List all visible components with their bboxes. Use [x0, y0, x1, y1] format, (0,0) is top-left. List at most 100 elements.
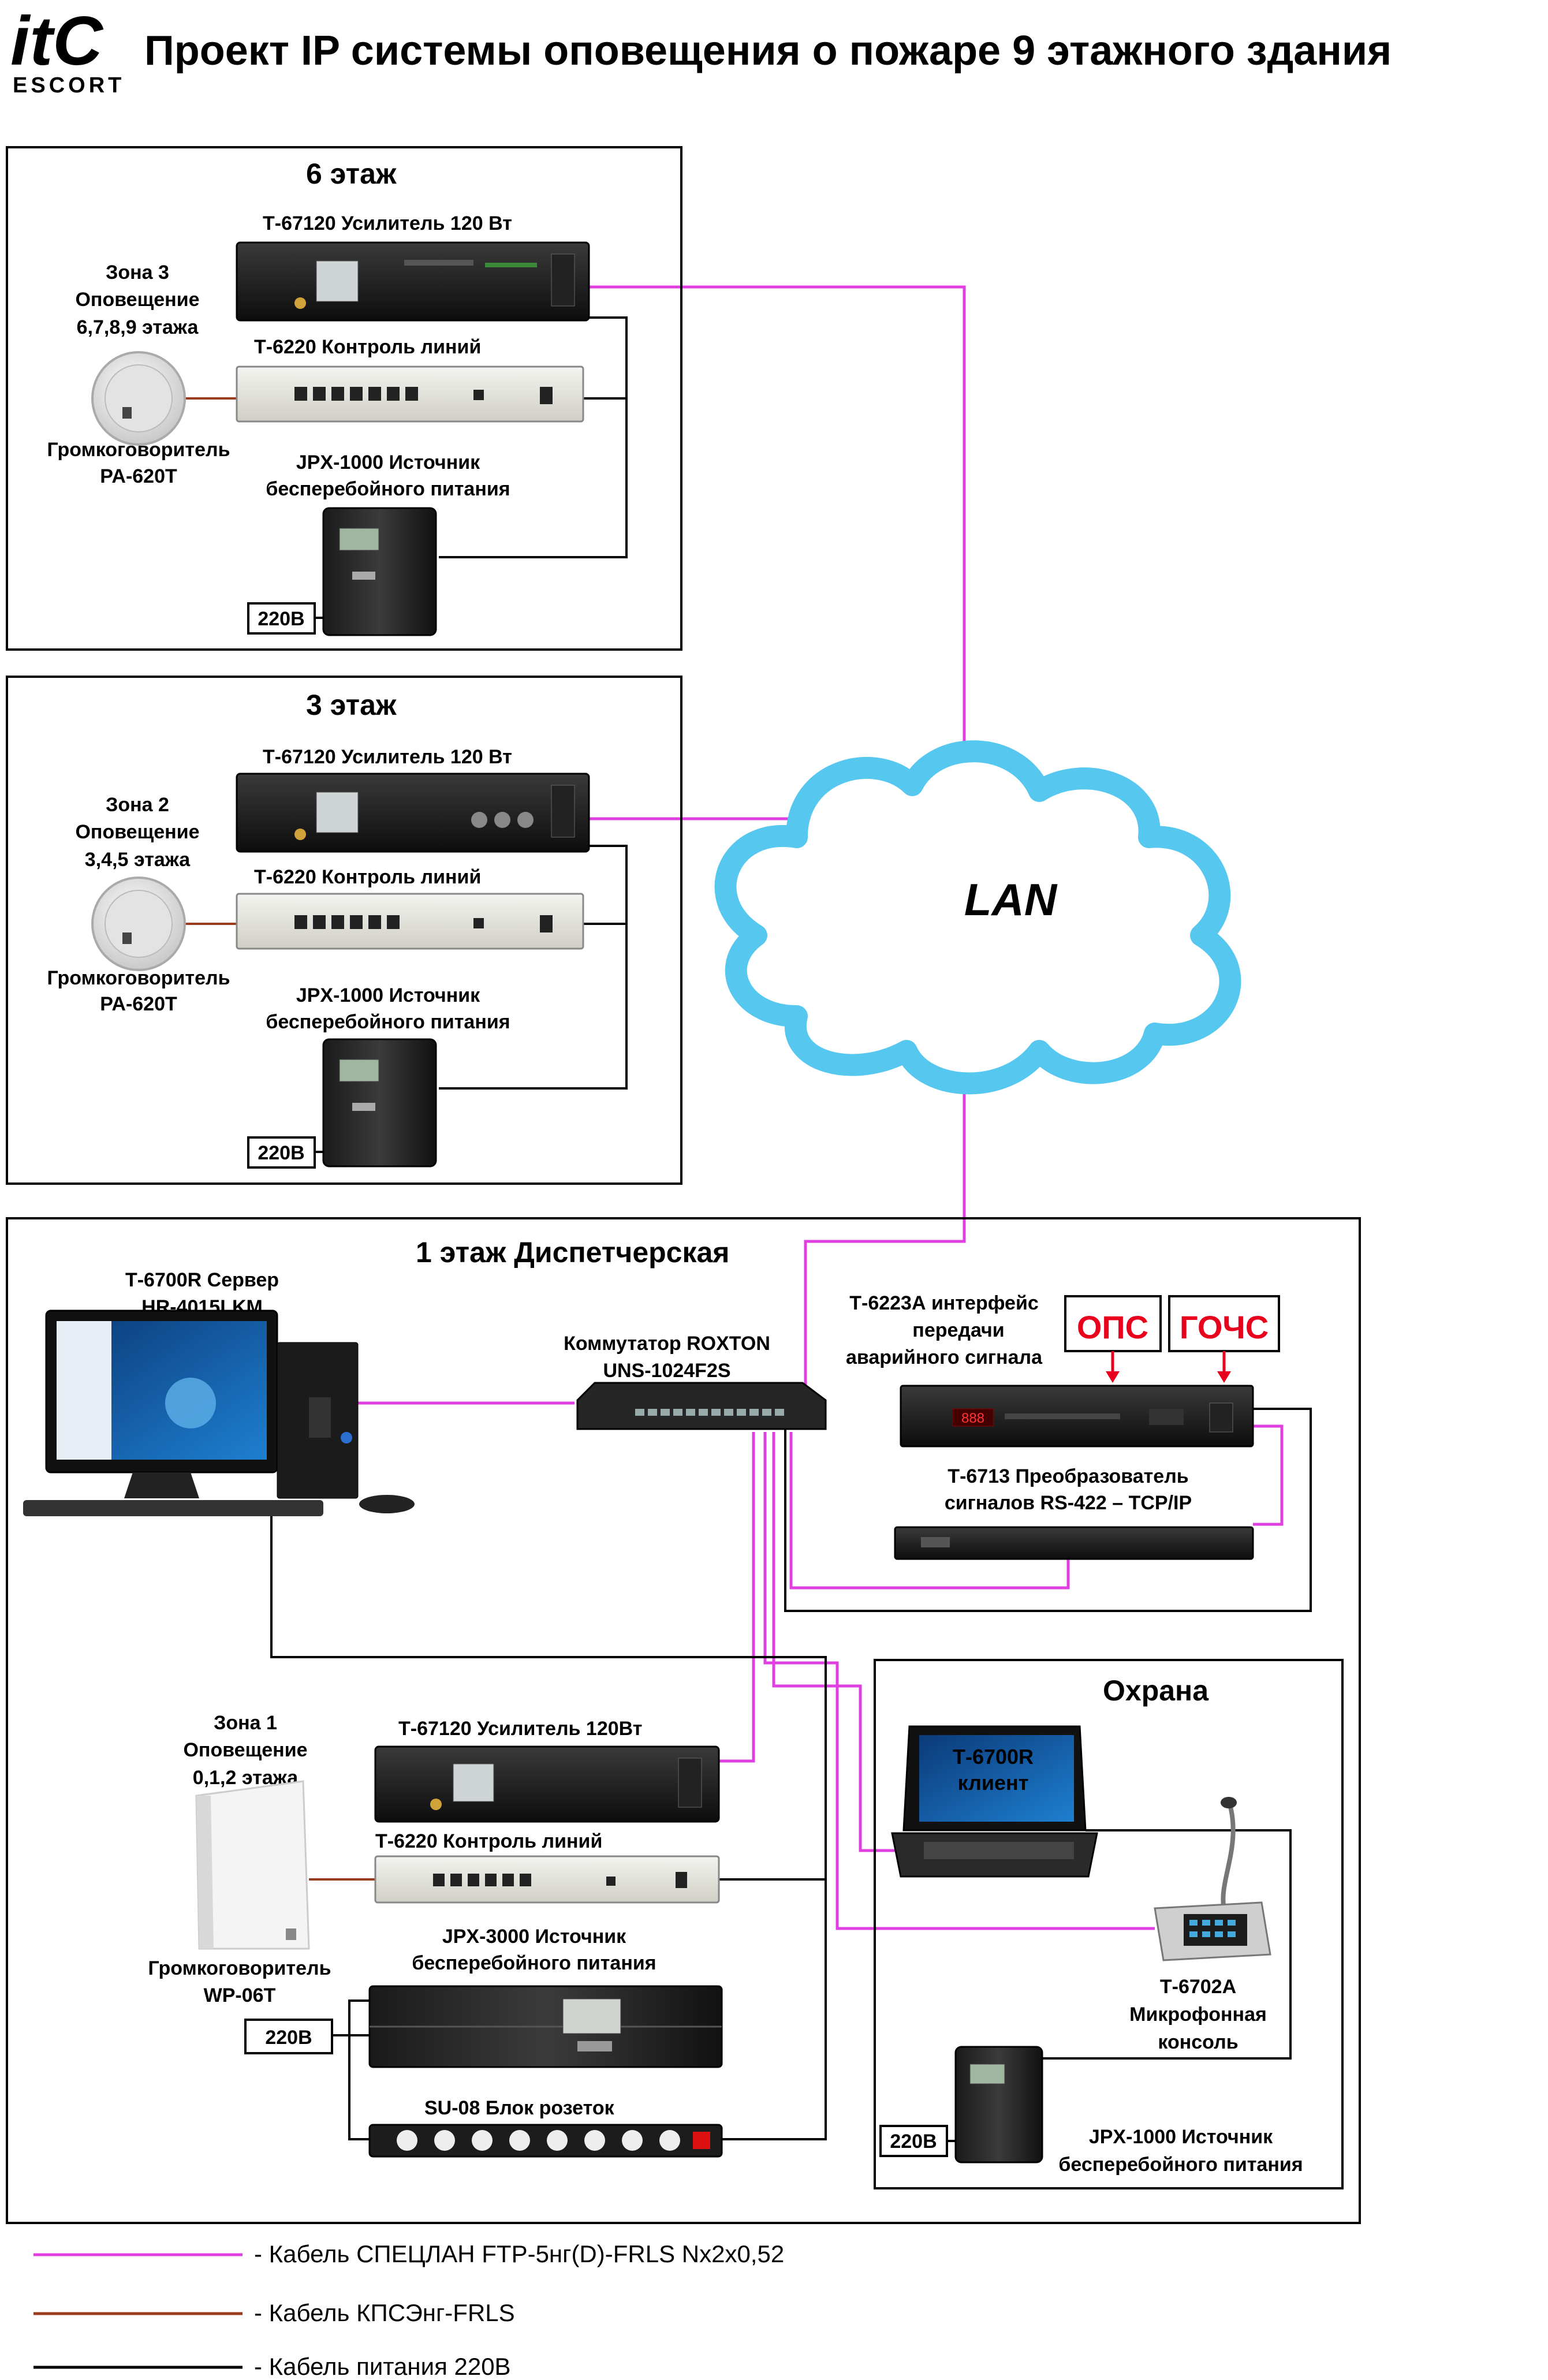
- svg-text:Коммутатор ROXTON: Коммутатор ROXTON: [564, 1333, 770, 1355]
- signal-cables: [185, 397, 375, 1881]
- zone1-text: Зона 1 Оповещение 0,1,2 этажа: [183, 1712, 307, 1789]
- zone1-mains-box: [244, 2019, 333, 2054]
- floor3-frame: [6, 676, 682, 1185]
- floor3-zone-text: Зона 2 Оповещение 3,4,5 этажа: [75, 794, 199, 871]
- floor1-title: 1 этаж Диспетчерская: [416, 1236, 729, 1269]
- floor3-speaker-text: Громкоговоритель PA-620T: [47, 967, 230, 1015]
- alarm-gochs: ГОЧС: [1168, 1295, 1280, 1383]
- svg-text:PA-620T: PA-620T: [100, 465, 177, 487]
- lan-cables: [358, 285, 1284, 1930]
- power-cables: [270, 316, 1312, 2140]
- floor3-ups: [322, 1038, 437, 1167]
- floor6-speaker: [91, 351, 186, 446]
- interface-text: Т-6223А интерфейс передачи аварийного си…: [846, 1292, 1043, 1368]
- security-mains-box: [879, 2125, 948, 2157]
- microphone-console: [1154, 1797, 1271, 1961]
- svg-text:Зона 2: Зона 2: [106, 794, 169, 816]
- mic-text: Т-6702А Микрофонная консоль: [1129, 1976, 1267, 2053]
- svg-text:Оповещение: Оповещение: [75, 289, 199, 311]
- legend-signal: - Кабель КПСЭнг-FRLS: [254, 2299, 515, 2326]
- floor1-frame: [6, 1217, 1361, 2224]
- svg-text:бесперебойного питания: бесперебойного питания: [266, 478, 510, 500]
- lan-cable-mic: [763, 1432, 1155, 1930]
- svg-text:WP-06T: WP-06T: [204, 1984, 276, 2006]
- lan-cable-floor6: [589, 285, 966, 756]
- floor6-ups: [322, 507, 437, 636]
- legend: - Кабель СПЕЦЛАН FTP-5нг(D)-FRLS Nx2x0,5…: [33, 2240, 784, 2380]
- floor3-ups-text: JPX-1000 Источник бесперебойного питания: [266, 984, 510, 1033]
- svg-text:ГОЧС: ГОЧС: [1180, 1309, 1269, 1345]
- svg-text:консоль: консоль: [1158, 2031, 1238, 2053]
- svg-text:Зона 1: Зона 1: [214, 1712, 277, 1734]
- logo-mark: itC: [10, 2, 104, 80]
- floor3-mains: 220В: [258, 1142, 304, 1164]
- floor3-amplifier: [236, 773, 590, 853]
- svg-text:Громкоговоритель: Громкоговоритель: [47, 439, 230, 461]
- svg-text:Т-6700R: Т-6700R: [953, 1745, 1034, 1769]
- security-title: Охрана: [1103, 1674, 1209, 1707]
- svg-text:передачи: передачи: [912, 1319, 1004, 1341]
- svg-text:JPX-3000 Источник: JPX-3000 Источник: [442, 1926, 626, 1948]
- svg-text:Громкоговоритель: Громкоговоритель: [47, 967, 230, 989]
- svg-text:сигналов RS-422 – TCP/IP: сигналов RS-422 – TCP/IP: [945, 1492, 1192, 1514]
- security-frame: [874, 1659, 1344, 2189]
- floor6-speaker-text: Громкоговоритель PA-620T: [47, 439, 230, 487]
- floor6-mains: 220В: [258, 608, 304, 630]
- svg-text:UNS-1024F2S: UNS-1024F2S: [603, 1360, 730, 1382]
- switch-text: Коммутатор ROXTON UNS-1024F2S: [564, 1333, 770, 1382]
- floor6-line-ctrl-label: Т-6220 Контроль линий: [254, 336, 481, 358]
- converter-text: Т-6713 Преобразователь сигналов RS-422 –…: [945, 1465, 1192, 1514]
- security-ups-text: JPX-1000 Источник бесперебойного питания: [1058, 2126, 1303, 2176]
- lan-cable-converter: [789, 1432, 1070, 1590]
- svg-text:Т-6223А интерфейс: Т-6223А интерфейс: [849, 1292, 1039, 1314]
- server-workstation: [23, 1310, 415, 1516]
- legend-lan: - Кабель СПЕЦЛАН FTP-5нг(D)-FRLS Nx2x0,5…: [254, 2240, 784, 2267]
- zone1-line-controller: [374, 1855, 720, 1904]
- svg-text:Оповещение: Оповещение: [183, 1739, 307, 1761]
- power-cable-sec: [1034, 1829, 1292, 2060]
- page-title: Проект IP системы оповещения о пожаре 9 …: [144, 28, 1392, 74]
- power-cable-server: [270, 1501, 827, 2140]
- svg-text:JPX-1000 Источник: JPX-1000 Источник: [1089, 2126, 1273, 2148]
- svg-text:JPX-1000 Источник: JPX-1000 Источник: [296, 984, 480, 1006]
- ups-3000: [368, 1985, 723, 2068]
- alarm-interface-device: 888: [900, 1385, 1254, 1448]
- security-ups: [954, 2046, 1043, 2163]
- zone1-amplifier: [374, 1745, 720, 1823]
- svg-text:аварийного сигнала: аварийного сигнала: [846, 1346, 1043, 1368]
- svg-text:Оповещение: Оповещение: [75, 821, 199, 843]
- floor3-amp-label: Т-67120 Усилитель 120 Вт: [263, 746, 512, 768]
- zone1-speaker-text: Громкоговоритель WP-06T: [148, 1957, 331, 2006]
- floor6-frame: [6, 146, 682, 651]
- floor3-line-controller: [236, 893, 584, 950]
- rs422-converter: [894, 1526, 1254, 1560]
- floor3-line-ctrl-label: Т-6220 Контроль линий: [254, 866, 481, 888]
- network-switch: [576, 1382, 827, 1430]
- socket-label: SU-08 Блок розеток: [424, 2097, 615, 2119]
- power-cable-interface: [784, 1408, 1312, 1612]
- zone1-mains: 220В: [265, 2027, 312, 2049]
- lan-cable-interface-rs: [1253, 1424, 1284, 1526]
- power-cable-floor6: [439, 316, 628, 558]
- svg-text:JPX-1000 Источник: JPX-1000 Источник: [296, 452, 480, 473]
- floor3-mains-box: [247, 1136, 316, 1169]
- zone1-ups-text: JPX-3000 Источник бесперебойного питания: [412, 1926, 656, 1974]
- wall-speaker: [195, 1780, 310, 1950]
- security-mains: 220В: [890, 2131, 937, 2153]
- svg-text:888: 888: [961, 1411, 984, 1426]
- svg-text:Т-6702А: Т-6702А: [1160, 1976, 1236, 1998]
- svg-text:Зона 3: Зона 3: [106, 262, 169, 283]
- logo: itC ESCORT: [10, 2, 125, 98]
- client-laptop: [891, 1725, 1098, 1878]
- svg-text:Микрофонная: Микрофонная: [1129, 2004, 1267, 2025]
- svg-text:бесперебойного питания: бесперебойного питания: [266, 1011, 510, 1033]
- floor6-title: 6 этаж: [306, 158, 397, 190]
- legend-power: - Кабель питания 220В: [254, 2353, 511, 2380]
- power-cable-ups3000: [348, 2000, 375, 2140]
- zone1-amp-label: Т-67120 Усилитель 120Вт: [398, 1718, 642, 1740]
- logo-caption: ESCORT: [13, 73, 125, 98]
- svg-text:Т-6713 Преобразователь: Т-6713 Преобразователь: [948, 1465, 1188, 1487]
- svg-text:3,4,5 этажа: 3,4,5 этажа: [85, 849, 191, 871]
- floor6-amplifier: [236, 241, 590, 322]
- floor3-title: 3 этаж: [306, 689, 397, 721]
